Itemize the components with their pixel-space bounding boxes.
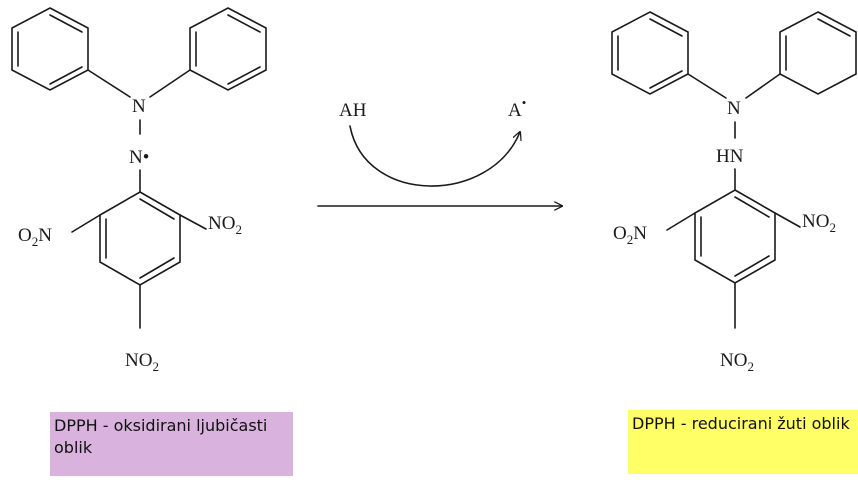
curved-arrow bbox=[349, 125, 520, 187]
product-right-phenyl-ring bbox=[779, 11, 857, 95]
amine-n-label: N bbox=[132, 96, 146, 117]
product-nitro-left-label: O2N bbox=[613, 223, 647, 247]
radical-n-label: N• bbox=[129, 147, 149, 168]
nitro-right-label: NO2 bbox=[208, 213, 242, 237]
dpph-radical-structure: N N• O2N NO2 NO2 bbox=[11, 7, 267, 374]
bond-ring-no2-right bbox=[179, 214, 207, 230]
bond-phenyl-n bbox=[87, 69, 131, 98]
product-hn-label: HN bbox=[716, 146, 744, 167]
product-bond-phenyl-n bbox=[745, 73, 781, 99]
product-amine-n-label: N bbox=[727, 98, 741, 119]
nitro-left-label: O2N bbox=[18, 225, 52, 249]
product-bond-phenyl-n bbox=[687, 73, 727, 99]
donor-ah-label: AH bbox=[339, 100, 367, 121]
right-phenyl-ring bbox=[189, 7, 267, 91]
product-bond-ring-no2-right bbox=[774, 212, 801, 228]
radical-a-label: A• bbox=[508, 95, 526, 121]
product-picryl-ring bbox=[694, 189, 776, 284]
bond-phenyl-n bbox=[149, 69, 191, 98]
picryl-ring bbox=[99, 191, 181, 286]
dpph-h-structure: N HN O2N NO2 NO2 bbox=[611, 11, 857, 374]
product-nitro-bottom-label: NO2 bbox=[720, 350, 754, 374]
product-nitro-right-label: NO2 bbox=[802, 211, 836, 235]
nitro-bottom-label: NO2 bbox=[125, 350, 159, 374]
reaction-arrow-group: AH A• bbox=[317, 95, 562, 206]
reduced-form-caption: DPPH - reducirani žuti oblik bbox=[628, 410, 858, 474]
product-bond-ring-no2-left bbox=[666, 212, 696, 231]
left-phenyl-ring bbox=[11, 7, 89, 91]
bond-ring-no2-left bbox=[71, 214, 101, 233]
product-left-phenyl-ring bbox=[611, 11, 689, 95]
oxidized-form-caption: DPPH - oksidirani ljubičasti oblik bbox=[50, 412, 293, 476]
